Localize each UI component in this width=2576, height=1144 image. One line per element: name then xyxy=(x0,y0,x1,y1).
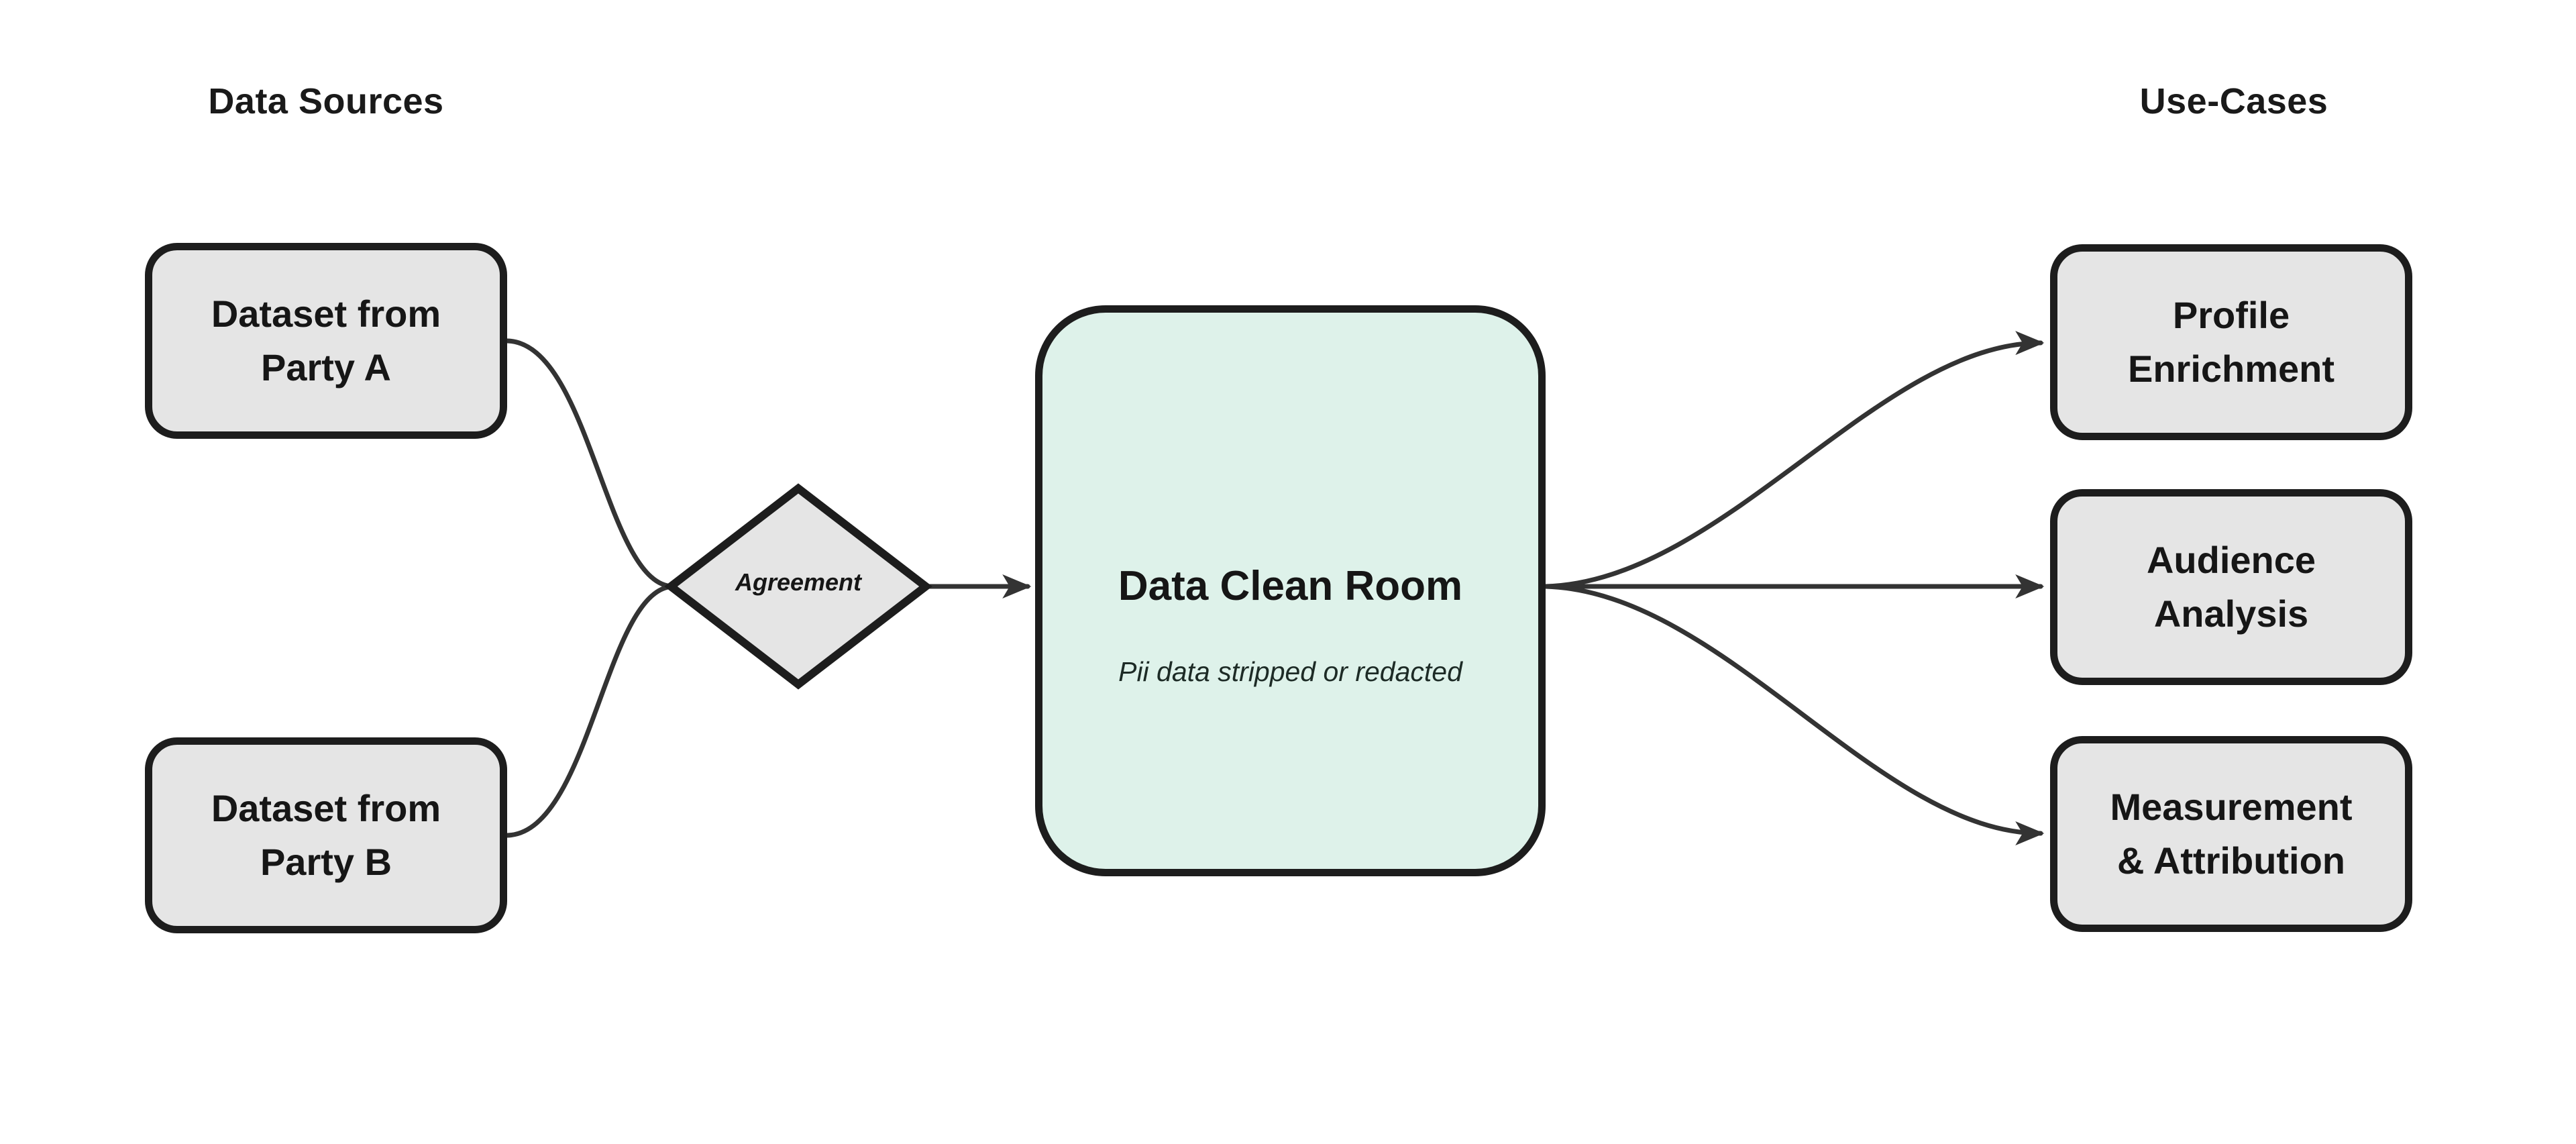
profile-enrichment-label: Profile Enrichment xyxy=(2127,294,2335,390)
dataset-party-a-node: Dataset from Party A xyxy=(145,243,507,439)
data-clean-room-title: Data Clean Room xyxy=(1118,563,1463,609)
data-clean-room-subtitle: Pii data stripped or redacted xyxy=(1118,656,1462,687)
connector-party-b-to-agreement xyxy=(504,584,676,838)
connector-party-a-to-agreement xyxy=(504,338,676,589)
dataset-party-a-label: Dataset from Party A xyxy=(211,293,441,388)
use-cases-heading: Use-Cases xyxy=(2139,81,2328,121)
data-clean-room-node: Data Clean Room Pii data stripped or red… xyxy=(1035,305,1546,876)
connector-clean-room-to-measurement-attribution xyxy=(1543,584,2045,845)
audience-analysis-node: Audience Analysis xyxy=(2050,489,2412,685)
connector-clean-room-to-profile-enrichment xyxy=(1543,331,2045,589)
dataset-party-b-node: Dataset from Party B xyxy=(145,737,507,933)
agreement-diamond xyxy=(664,483,932,690)
profile-enrichment-node: Profile Enrichment xyxy=(2050,244,2412,440)
data-sources-heading: Data Sources xyxy=(208,81,444,121)
measurement-attribution-label: Measurement & Attribution xyxy=(2110,786,2353,882)
audience-analysis-label: Audience Analysis xyxy=(2146,539,2316,635)
agreement-label: Agreement xyxy=(735,568,862,596)
measurement-attribution-node: Measurement & Attribution xyxy=(2050,736,2412,932)
dataset-party-b-label: Dataset from Party B xyxy=(211,787,441,883)
